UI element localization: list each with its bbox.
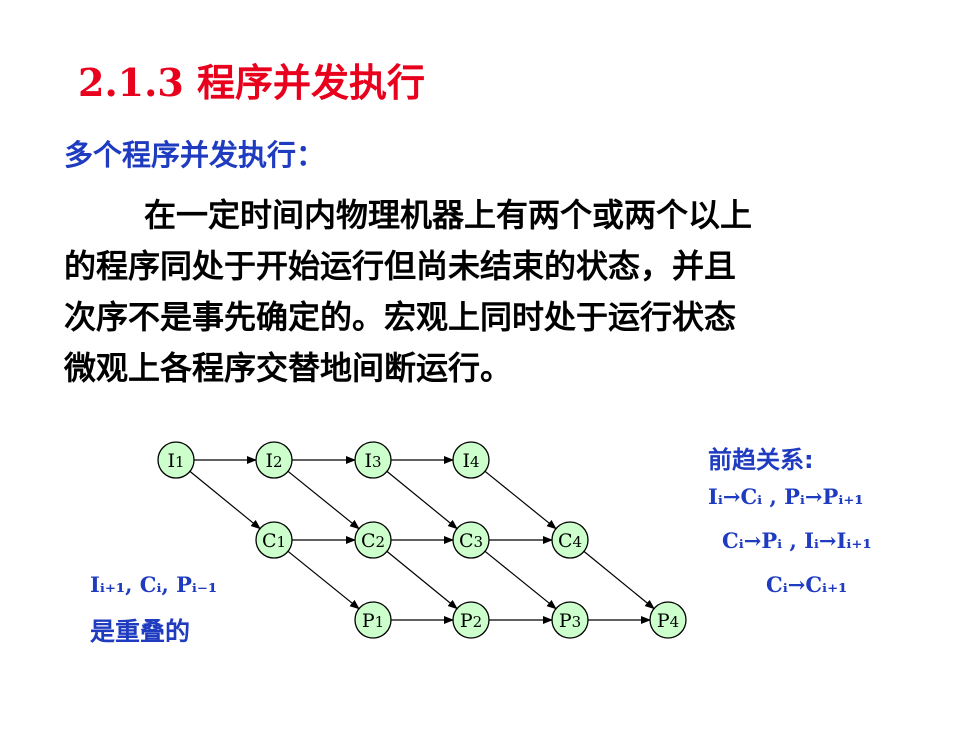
precedence-line: Cᵢ→Cᵢ₊₁ — [766, 572, 848, 597]
paragraph-line: 在一定时间内物理机器上有两个或两个以上 — [144, 196, 753, 234]
node-label: C2 — [361, 530, 385, 552]
node-C4: C4 — [551, 521, 589, 559]
node-circle — [551, 521, 589, 559]
edge-I1-C1 — [189, 470, 261, 530]
node-circle — [354, 441, 392, 479]
edge-I3-C3 — [386, 470, 458, 530]
node-label: C4 — [558, 530, 582, 552]
node-label: P4 — [657, 610, 679, 632]
paragraph-line: 微观上各程序交替地间断运行。 — [64, 349, 513, 387]
edge-C3-P3 — [484, 550, 557, 610]
node-label: I1 — [167, 450, 184, 472]
paragraph-line: 次序不是事先确定的。宏观上同时处于运行状态 — [64, 298, 737, 336]
paragraph-line: 的程序同处于开始运行但尚未结束的状态，并且 — [64, 247, 737, 285]
node-label: P2 — [460, 610, 482, 632]
node-label: P3 — [559, 610, 581, 632]
edge-C2-P2 — [386, 550, 458, 610]
node-C3: C3 — [452, 521, 490, 559]
overlap-formula: Iᵢ₊₁, Cᵢ, Pᵢ₋₁ — [90, 572, 218, 597]
node-C1: C1 — [255, 521, 293, 559]
node-label: P1 — [362, 610, 384, 632]
edge-C1-P1 — [287, 550, 360, 610]
precedence-line: Cᵢ→Pᵢ , Iᵢ→Iᵢ₊₁ — [722, 528, 872, 553]
node-I1: I1 — [157, 441, 195, 479]
node-I3: I3 — [354, 441, 392, 479]
overlap-text: 是重叠的 — [90, 617, 191, 646]
node-circle — [255, 521, 293, 559]
edge-I4-C4 — [484, 470, 557, 530]
edge-I2-C2 — [287, 470, 360, 530]
node-P2: P2 — [452, 601, 490, 639]
node-circle — [354, 521, 392, 559]
node-I4: I4 — [452, 441, 490, 479]
node-label: C3 — [459, 530, 483, 552]
node-P1: P1 — [354, 601, 392, 639]
node-label: I4 — [462, 450, 479, 472]
description-paragraph: 在一定时间内物理机器上有两个或两个以上 的程序同处于开始运行但尚未结束的状态，并… — [64, 190, 924, 394]
node-circle — [452, 441, 490, 479]
precedence-line: Iᵢ→Cᵢ , Pᵢ→Pᵢ₊₁ — [708, 484, 864, 509]
node-label: I3 — [364, 450, 381, 472]
node-circle — [551, 601, 589, 639]
node-label: I2 — [265, 450, 282, 472]
edge-C4-P4 — [583, 550, 655, 610]
slide-title: 2.1.3 程序并发执行 — [78, 60, 426, 105]
node-circle — [452, 601, 490, 639]
node-circle — [354, 601, 392, 639]
node-circle — [649, 601, 687, 639]
node-circle — [452, 521, 490, 559]
slide-subtitle: 多个程序并发执行： — [64, 138, 326, 172]
node-circle — [157, 441, 195, 479]
node-P3: P3 — [551, 601, 589, 639]
node-I2: I2 — [255, 441, 293, 479]
node-label: C1 — [262, 530, 286, 552]
node-C2: C2 — [354, 521, 392, 559]
node-P4: P4 — [649, 601, 687, 639]
node-circle — [255, 441, 293, 479]
precedence-title: 前趋关系: — [708, 446, 814, 474]
